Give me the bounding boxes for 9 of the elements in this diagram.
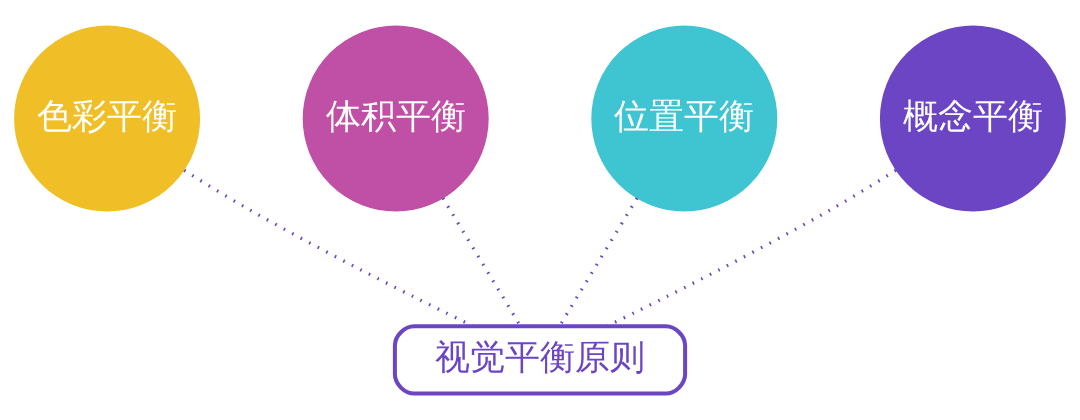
- connector: [606, 169, 897, 328]
- connector: [441, 197, 522, 327]
- node-circle: 色彩平衡: [14, 25, 201, 212]
- node-box: 视觉平衡原则: [392, 324, 688, 396]
- connector: [558, 197, 639, 327]
- node-circle: 概念平衡: [879, 25, 1066, 212]
- connector: [183, 169, 474, 328]
- node-circle: 体积平衡: [302, 25, 489, 212]
- node-circle: 位置平衡: [591, 25, 778, 212]
